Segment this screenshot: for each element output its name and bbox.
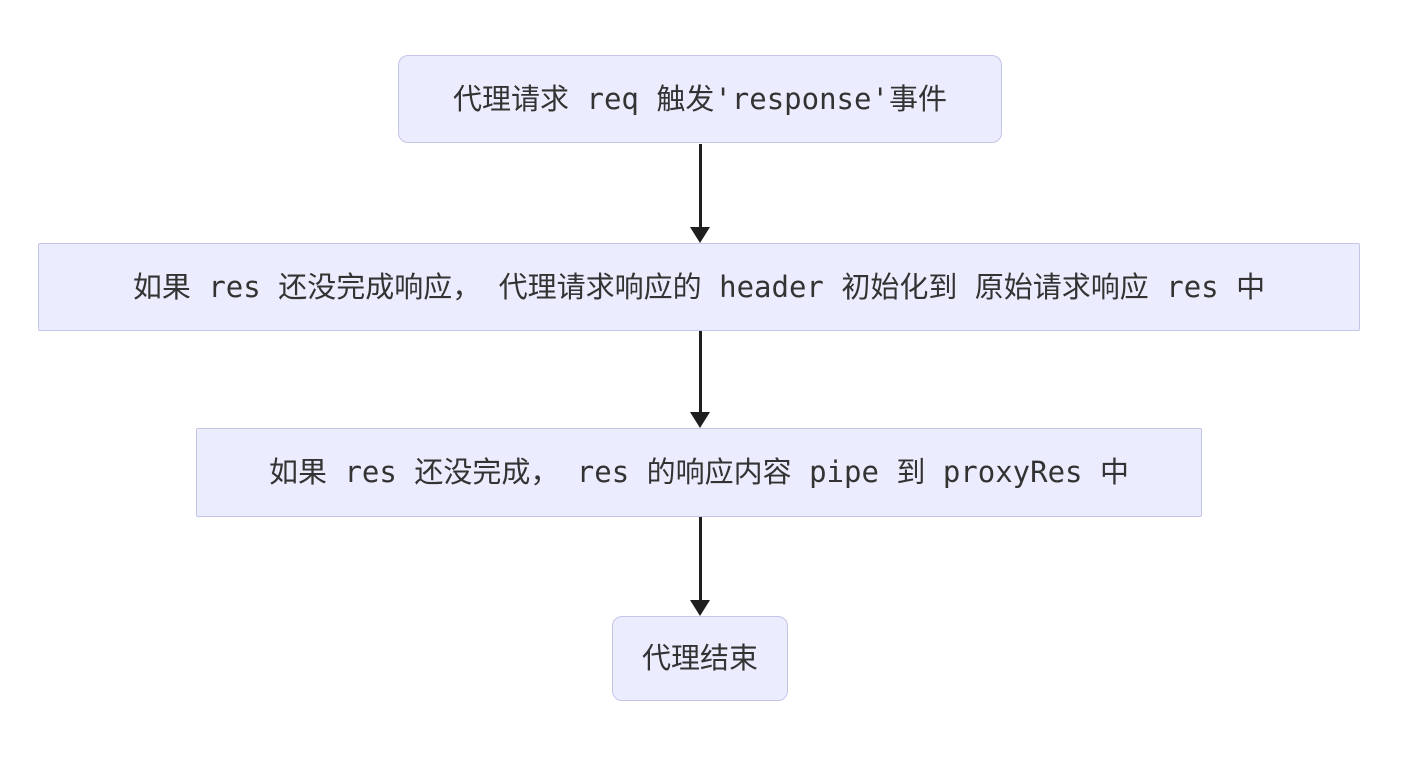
flow-node-init-header: 如果 res 还没完成响应， 代理请求响应的 header 初始化到 原始请求响… (38, 243, 1360, 331)
arrow-down-icon (690, 412, 710, 428)
flow-node-proxy-response-event: 代理请求 req 触发'response'事件 (398, 55, 1002, 143)
node-label: 如果 res 还没完成， res 的响应内容 pipe 到 proxyRes 中 (269, 455, 1129, 490)
flow-edge-2 (690, 331, 710, 428)
arrow-line (698, 144, 702, 227)
flow-node-proxy-end: 代理结束 (612, 616, 788, 701)
node-label: 如果 res 还没完成响应， 代理请求响应的 header 初始化到 原始请求响… (132, 269, 1266, 304)
arrow-line (698, 517, 702, 600)
arrow-down-icon (690, 600, 710, 616)
node-label: 代理结束 (641, 641, 758, 676)
flow-edge-1 (690, 144, 710, 243)
flow-edge-3 (690, 517, 710, 616)
arrow-line (698, 331, 702, 412)
arrow-down-icon (690, 227, 710, 243)
node-label: 代理请求 req 触发'response'事件 (453, 81, 947, 116)
flow-node-pipe-response: 如果 res 还没完成， res 的响应内容 pipe 到 proxyRes 中 (196, 428, 1202, 517)
